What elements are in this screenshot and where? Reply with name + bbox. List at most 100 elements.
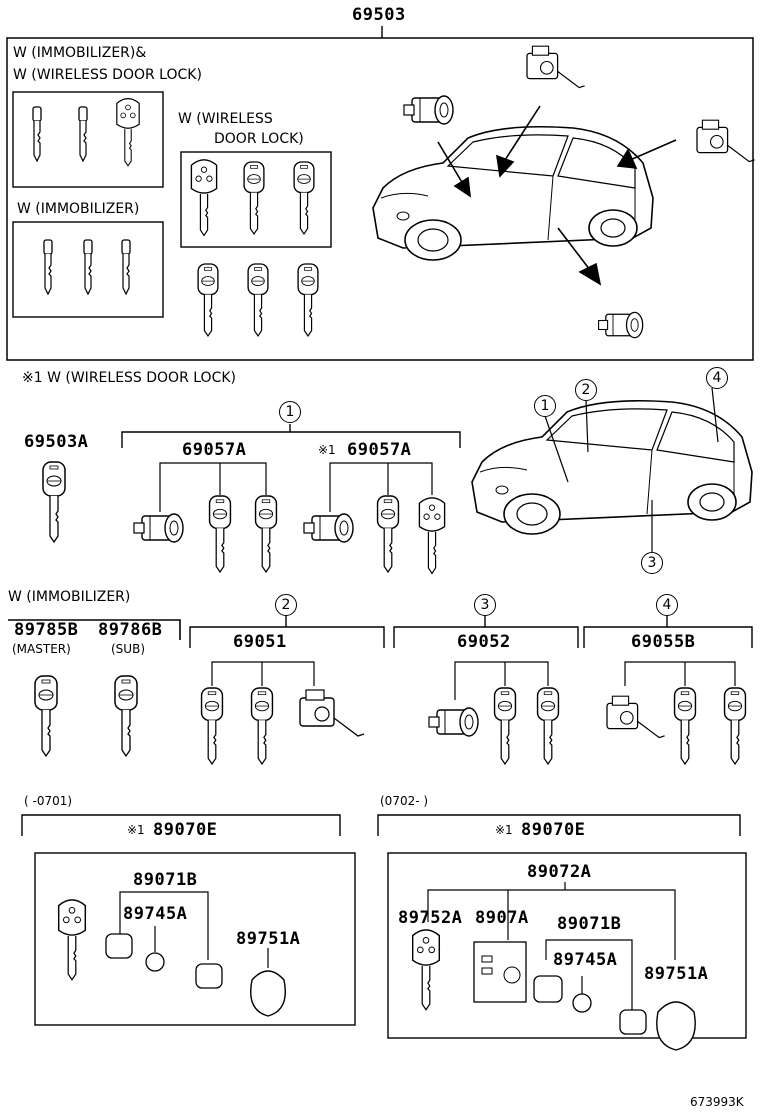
lock-callout-3: 3 — [474, 594, 496, 616]
left-remote-key — [57, 899, 87, 981]
master-label: (MASTER) — [12, 642, 71, 656]
part-89785B: 89785B — [14, 620, 79, 640]
right-battery — [572, 993, 592, 1013]
lock-69052 — [428, 707, 479, 737]
car-callout-3: 3 — [641, 552, 663, 574]
group-immo-wireless-box — [12, 91, 164, 188]
arrows-top — [437, 105, 677, 286]
lock-hatch-top — [696, 119, 756, 163]
group-immo-wireless-line2: W (WIRELESS DOOR LOCK) — [13, 67, 202, 83]
part-69052: 69052 — [457, 632, 511, 652]
right-board — [473, 941, 527, 1003]
lock-trunk-top — [597, 311, 644, 339]
part-69057A-b: 69057A — [347, 440, 412, 460]
group-immo-wireless-line1: W (IMMOBILIZER)& — [13, 45, 147, 61]
lock-69055B — [606, 695, 666, 739]
part-69051: 69051 — [233, 632, 287, 652]
part-8907A: 8907A — [475, 908, 529, 928]
part-89071B-left: 89071B — [133, 870, 198, 890]
car-callout-4: 4 — [706, 367, 728, 389]
car-callout-2: 2 — [575, 379, 597, 401]
key-blade-5 — [121, 239, 131, 295]
part-89071B-right: 89071B — [557, 914, 622, 934]
key-blade-2 — [78, 106, 88, 162]
lock-callout-4: 4 — [656, 594, 678, 616]
lock-cyl-b — [303, 513, 354, 543]
part-89070E-left: 89070E — [153, 820, 218, 840]
remote-key-1 — [116, 97, 140, 167]
transmitter-section — [21, 814, 747, 1051]
part-69055B: 69055B — [631, 632, 696, 652]
callout-1: 1 — [279, 401, 301, 423]
group-wireless-line2: DOOR LOCK) — [214, 131, 304, 147]
group-immo-label: W (IMMOBILIZER) — [17, 201, 140, 217]
left-cover — [250, 970, 286, 1017]
right-case — [533, 975, 563, 1003]
group-immo-box — [12, 221, 164, 318]
range-left: ( -0701) — [24, 794, 73, 808]
key-69055B-1 — [673, 687, 697, 765]
lock-sets-section — [8, 616, 753, 765]
key-set-a-1 — [208, 495, 232, 573]
key-set-a-2 — [254, 495, 278, 573]
key-plain-3 — [297, 263, 319, 337]
key-blade-3 — [43, 239, 53, 295]
key-69051-2 — [250, 687, 274, 765]
key-sub — [114, 675, 138, 757]
right-transmitter-box — [387, 852, 747, 1039]
left-case — [105, 933, 133, 959]
range-right: (0702- ) — [380, 794, 429, 808]
mark-set-b: ※1 — [318, 443, 336, 457]
immobilizer-label: W (IMMOBILIZER) — [8, 589, 131, 605]
right-cover — [656, 1001, 696, 1051]
group-wireless-box — [180, 151, 332, 248]
remote-key-2 — [190, 159, 218, 237]
key-plain-2 — [247, 263, 269, 337]
key-master — [34, 675, 58, 757]
mark-right: ※1 — [495, 823, 513, 837]
part-89745A-right: 89745A — [553, 950, 618, 970]
car-middle — [471, 399, 753, 535]
mark-left: ※1 — [127, 823, 145, 837]
part-89751A-right: 89751A — [644, 964, 709, 984]
left-battery — [145, 952, 165, 972]
left-cover-part — [195, 963, 223, 989]
key-wireless-1 — [243, 161, 265, 235]
middle-section — [42, 387, 753, 575]
key-plain-1 — [197, 263, 219, 337]
key-69503A — [42, 461, 66, 543]
drawing-id: 673993K — [690, 1095, 744, 1109]
top-section — [6, 26, 756, 361]
part-69503: 69503 — [352, 5, 406, 25]
part-69503A: 69503A — [24, 432, 89, 452]
key-blade-4 — [83, 239, 93, 295]
key-69052-2 — [536, 687, 560, 765]
key-blade-1 — [32, 106, 42, 162]
part-89751A-left: 89751A — [236, 929, 301, 949]
key-set-b-remote — [418, 497, 446, 575]
lock-cyl-a — [133, 513, 184, 543]
right-cover-part — [619, 1009, 647, 1035]
top-frame — [6, 37, 754, 361]
key-69051-1 — [200, 687, 224, 765]
lock-callout-2: 2 — [275, 594, 297, 616]
key-69055B-2 — [723, 687, 747, 765]
key-set-b-1 — [376, 495, 400, 573]
part-89752A: 89752A — [398, 908, 463, 928]
lock-door-top — [526, 45, 586, 89]
part-89745A-left: 89745A — [123, 904, 188, 924]
key-69052-1 — [493, 687, 517, 765]
lock-69051 — [299, 689, 365, 737]
leaders-middle — [544, 387, 719, 552]
part-69057A-a: 69057A — [182, 440, 247, 460]
part-89072A: 89072A — [527, 862, 592, 882]
group-wireless-line1: W (WIRELESS — [178, 111, 273, 127]
note-wireless: ※1 W (WIRELESS DOOR LOCK) — [22, 370, 236, 386]
left-transmitter-box — [34, 852, 356, 1026]
key-wireless-2 — [293, 161, 315, 235]
lock-ignition-top — [403, 95, 454, 125]
right-remote-key — [411, 929, 441, 1011]
car-callout-1: 1 — [534, 395, 556, 417]
part-89070E-right: 89070E — [521, 820, 586, 840]
